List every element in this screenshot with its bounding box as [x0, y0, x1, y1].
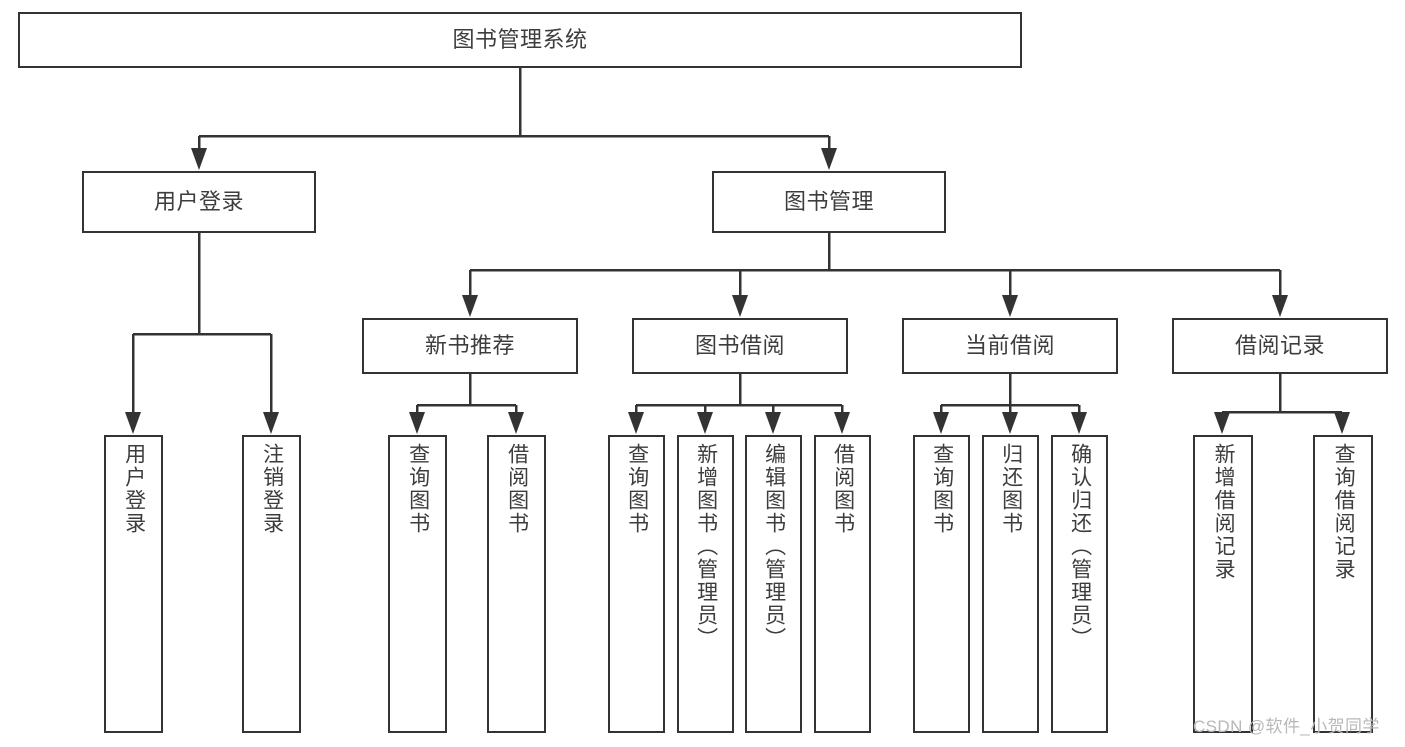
- leaf-return-book[interactable]: 归还图书: [982, 435, 1039, 733]
- leaf-query-book-1-label: 查询图书: [406, 443, 430, 535]
- leaf-add-book[interactable]: 新增图书（管理员）: [677, 435, 734, 733]
- leaf-add-book-label: 新增图书（管理员）: [694, 443, 718, 650]
- leaf-add-borrow-record-label: 新增借阅记录: [1212, 443, 1236, 581]
- leaf-add-borrow-record[interactable]: 新增借阅记录: [1193, 435, 1253, 733]
- node-root[interactable]: 图书管理系统: [18, 12, 1022, 68]
- leaf-query-borrow-record-label: 查询借阅记录: [1332, 443, 1356, 581]
- node-borrow-record[interactable]: 借阅记录: [1172, 318, 1388, 374]
- node-borrow-record-label: 借阅记录: [1234, 333, 1325, 359]
- leaf-user-login-label: 用户登录: [122, 443, 146, 535]
- leaf-query-borrow-record[interactable]: 查询借阅记录: [1313, 435, 1373, 733]
- leaf-borrow-book-2-label: 借阅图书: [831, 443, 855, 535]
- leaf-edit-book[interactable]: 编辑图书（管理员）: [745, 435, 802, 733]
- leaf-query-book-2-label: 查询图书: [625, 443, 649, 535]
- node-book-manage-label: 图书管理: [783, 189, 874, 215]
- leaf-confirm-return-label: 确认归还（管理员）: [1068, 443, 1092, 650]
- leaf-logout[interactable]: 注销登录: [242, 435, 301, 733]
- node-new-book-recommend-label: 新书推荐: [424, 333, 515, 359]
- leaf-borrow-book-2[interactable]: 借阅图书: [814, 435, 871, 733]
- leaf-query-book-3-label: 查询图书: [930, 443, 954, 535]
- node-current-borrow[interactable]: 当前借阅: [902, 318, 1118, 374]
- node-user-login-label: 用户登录: [153, 189, 244, 215]
- leaf-return-book-label: 归还图书: [999, 443, 1023, 535]
- leaf-confirm-return[interactable]: 确认归还（管理员）: [1051, 435, 1108, 733]
- node-current-borrow-label: 当前借阅: [964, 333, 1055, 359]
- node-user-login[interactable]: 用户登录: [82, 171, 316, 233]
- leaf-query-book-1[interactable]: 查询图书: [388, 435, 447, 733]
- node-book-borrow[interactable]: 图书借阅: [632, 318, 848, 374]
- leaf-user-login[interactable]: 用户登录: [104, 435, 163, 733]
- leaf-query-book-2[interactable]: 查询图书: [608, 435, 665, 733]
- leaf-edit-book-label: 编辑图书（管理员）: [762, 443, 786, 650]
- node-book-manage[interactable]: 图书管理: [712, 171, 946, 233]
- watermark: CSDN @软件_小贺同学: [1193, 717, 1380, 736]
- leaf-borrow-book-1[interactable]: 借阅图书: [487, 435, 546, 733]
- leaf-logout-label: 注销登录: [260, 443, 284, 535]
- node-book-borrow-label: 图书借阅: [694, 333, 785, 359]
- node-root-label: 图书管理系统: [452, 27, 588, 53]
- leaf-query-book-3[interactable]: 查询图书: [913, 435, 970, 733]
- leaf-borrow-book-1-label: 借阅图书: [505, 443, 529, 535]
- node-new-book-recommend[interactable]: 新书推荐: [362, 318, 578, 374]
